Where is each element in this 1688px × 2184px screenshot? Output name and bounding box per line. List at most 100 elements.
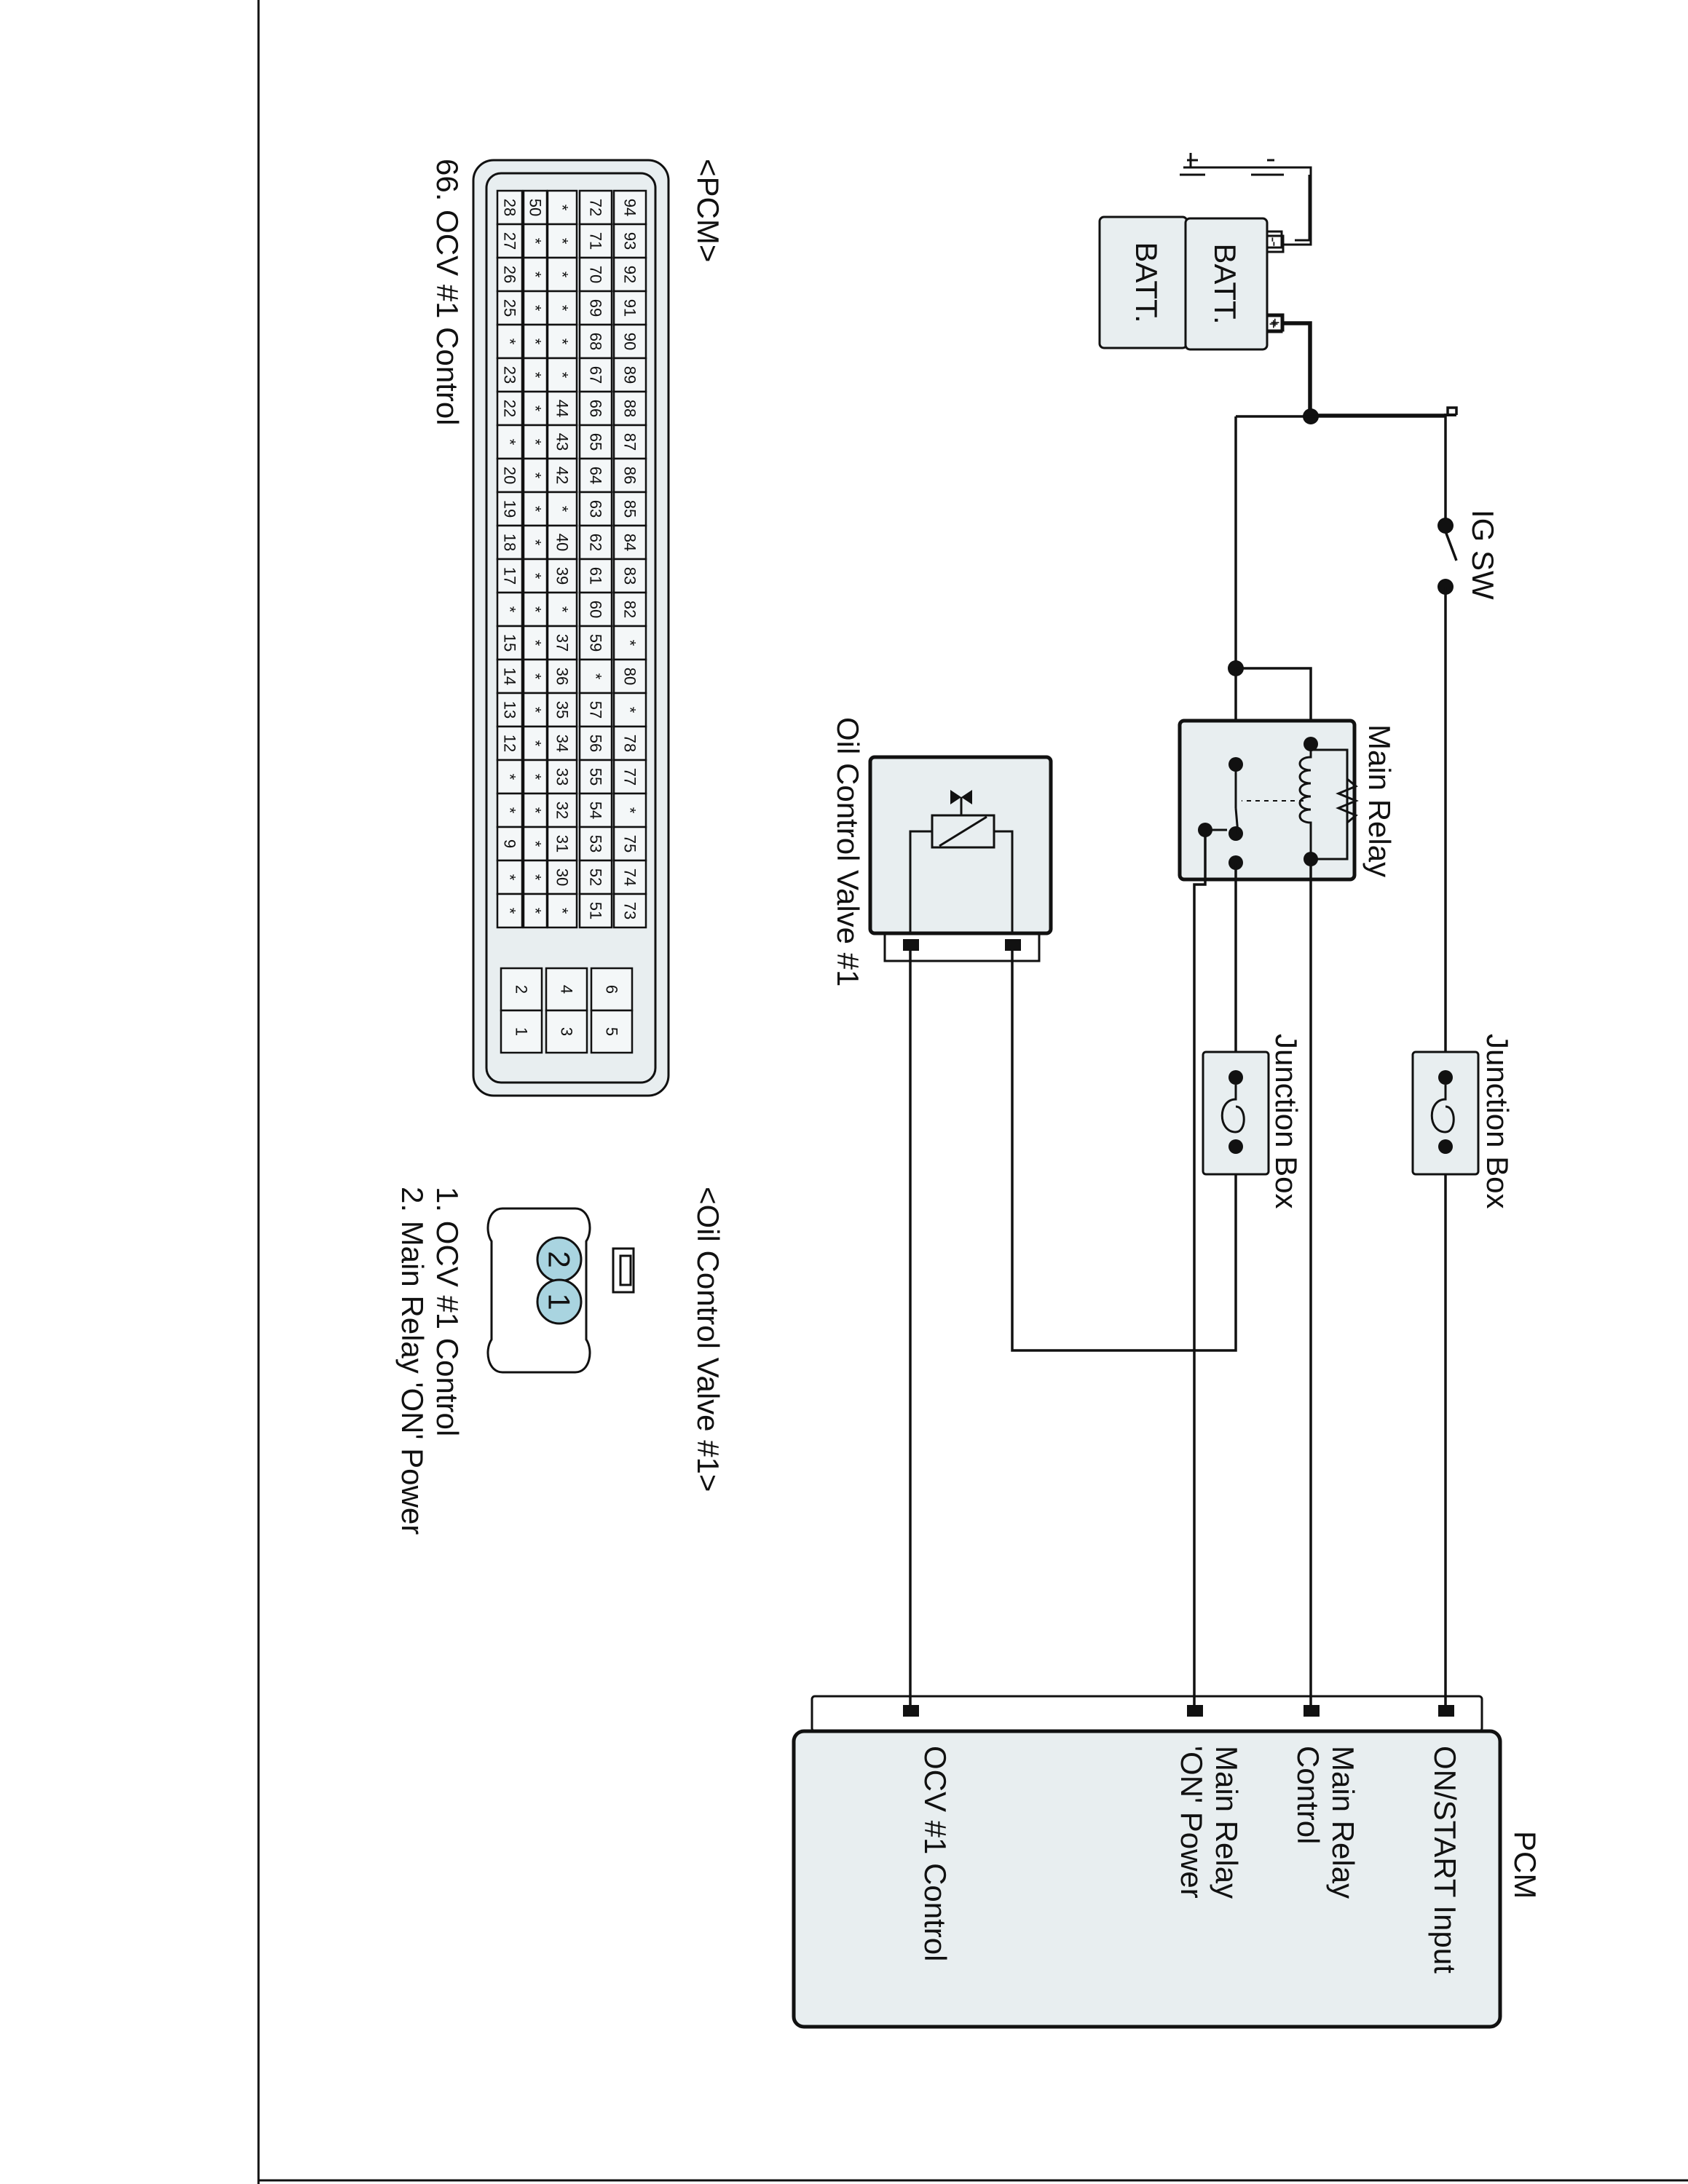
pcm-pin-grid: 94939291908988878685848382*80*7877*75747… <box>496 189 647 1054</box>
pcm-pin-cell <box>496 792 524 828</box>
pcm-pin-label: 80 <box>621 668 639 685</box>
pcm-power-pin-label: 3 <box>558 1027 576 1036</box>
pcm-pin-cell <box>546 223 578 259</box>
pcm-pin-label: 73 <box>621 902 639 919</box>
pcm-box <box>792 1729 1502 2029</box>
pcm-pin-label: * <box>526 405 545 412</box>
pcm-power-pin-cell <box>500 1009 543 1054</box>
pcm-pin-cell <box>546 290 578 326</box>
pcm-pin-cell <box>612 658 647 695</box>
pcm-pin-label: 54 <box>587 802 605 819</box>
pcm-pin-label: * <box>526 472 545 479</box>
pcm-pin-cell <box>578 792 613 828</box>
pcm-pin-cell <box>578 390 613 427</box>
pcm-pin-label: 72 <box>587 199 605 216</box>
pcm-power-pin-cell <box>590 1009 634 1054</box>
pcm-pin-label: * <box>526 238 545 245</box>
pcm-pin-label: * <box>526 774 545 780</box>
pcm-pin-label: 92 <box>621 266 639 283</box>
pcm-pin-label: 86 <box>621 467 639 484</box>
pcm-pin-label: * <box>553 908 572 914</box>
ocv-pin-1 <box>536 1278 583 1325</box>
pcm-connector-view: <PCM> 66. OCV #1 Control 949392919089888… <box>430 159 725 1097</box>
battery-text: BATT. <box>1208 243 1242 324</box>
pcm-pin-label: 89 <box>621 366 639 384</box>
pcm-pin-cell <box>578 223 613 259</box>
junction-box-1-label: Junction Box <box>1480 1034 1515 1208</box>
pcm-pin-label: 20 <box>501 467 519 484</box>
ocv-legend-2: 2. Main Relay 'ON' Power <box>395 1187 430 1535</box>
pcm-pin-label: 25 <box>501 299 519 317</box>
pcm-pin-cell <box>612 457 647 494</box>
pcm-pin-label: * <box>526 372 545 379</box>
pcm-pin-label: 90 <box>621 333 639 350</box>
pcm-pin-cell <box>612 256 647 293</box>
pcm-pin-cell <box>522 893 548 929</box>
battery-plus: + <box>1266 318 1285 328</box>
pcm-pin-cell <box>612 826 647 862</box>
pcm-power-pin-cell <box>545 967 588 1012</box>
pcm-pin-label: * <box>526 707 545 713</box>
pcm-pin-cell <box>496 826 524 862</box>
ocv-legend-1: 1. OCV #1 Control <box>430 1187 465 1436</box>
pcm-pin-cell <box>546 792 578 828</box>
pcm-pin-cell <box>546 625 578 661</box>
ocv-connector-title: <Oil Control Valve #1> <box>691 1187 725 1492</box>
pcm-pin-label: 50 <box>526 199 545 216</box>
pcm-pin-cell <box>522 323 548 360</box>
pcm-pin-label: * <box>526 573 545 579</box>
rotated-diagram: BATT. - + <box>1098 159 1458 416</box>
pcm-pin-cell <box>612 189 647 226</box>
pcm-pin-label: 36 <box>553 668 572 685</box>
pcm-pin-label: * <box>553 205 572 211</box>
pcm-pin-label: 67 <box>587 366 605 384</box>
pcm-pin-label: 61 <box>587 567 605 585</box>
pcm-power-pin-label: 6 <box>603 985 621 994</box>
pcm-pin-label: * <box>526 740 545 747</box>
pcm-pin-cell <box>612 625 647 661</box>
pcm-pin-label: 64 <box>587 467 605 484</box>
circuit: BATT. - + IG SW Junction Box Main Relay <box>792 153 1542 2029</box>
pcm-pin-cell <box>522 524 548 561</box>
pcm-pin-label: * <box>553 506 572 513</box>
pcm-pin-label: * <box>587 673 605 680</box>
ocv-connector-view: <Oil Control Valve #1> 2 1 1. OCV #1 Con… <box>395 1187 725 1535</box>
pcm-pin-cell <box>522 826 548 862</box>
pcm-pin-label: 19 <box>501 500 519 518</box>
pcm-pin-label: 55 <box>587 768 605 786</box>
pcm-connector-caption: 66. OCV #1 Control <box>430 159 465 426</box>
ocv-box <box>868 755 1053 935</box>
pcm-pin-cell <box>522 290 548 326</box>
pcm-pin-cell <box>578 357 613 393</box>
pcm-pin-label: 60 <box>587 601 605 618</box>
pcm-pin-relay-control-2: Control <box>1291 1746 1325 1844</box>
pcm-pin-label: * <box>501 807 519 814</box>
pcm-power-pin-cell <box>590 967 634 1012</box>
main-relay-label: Main Relay <box>1362 724 1397 877</box>
pcm-pin-label: 68 <box>587 333 605 350</box>
pcm-pin-label: 94 <box>621 199 639 216</box>
pcm-pin-relay-on-2: 'ON' Power <box>1175 1746 1209 1899</box>
pcm-pin-label: * <box>526 539 545 546</box>
pcm-power-pin-label: 4 <box>558 985 576 994</box>
pcm-pin-label: 74 <box>621 869 639 886</box>
pcm-pin-label: 91 <box>621 299 639 317</box>
pcm-pin-label: 85 <box>621 500 639 518</box>
pcm-pin-cell <box>522 558 548 594</box>
pcm-pin-cell <box>546 859 578 895</box>
pcm-pin-cell <box>578 591 613 628</box>
pcm-pin-label: 17 <box>501 567 519 585</box>
pcm-pin-label: * <box>526 606 545 613</box>
pcm-pin-cell <box>578 893 613 929</box>
pcm-pin-label: 23 <box>501 366 519 384</box>
pcm-pin-label: 40 <box>553 534 572 551</box>
pcm-pin-cell <box>496 893 524 929</box>
pcm-pin-label: * <box>526 673 545 680</box>
pcm-pin-label: 59 <box>587 634 605 652</box>
pcm-pin-label: 83 <box>621 567 639 585</box>
pcm-pin-cell <box>522 658 548 695</box>
pcm-pin-label: 44 <box>553 400 572 417</box>
pcm-pin-relay-control-1: Main Relay <box>1326 1746 1360 1899</box>
pcm-pin-cell <box>578 524 613 561</box>
pcm-power-pin-label: 1 <box>513 1027 531 1036</box>
